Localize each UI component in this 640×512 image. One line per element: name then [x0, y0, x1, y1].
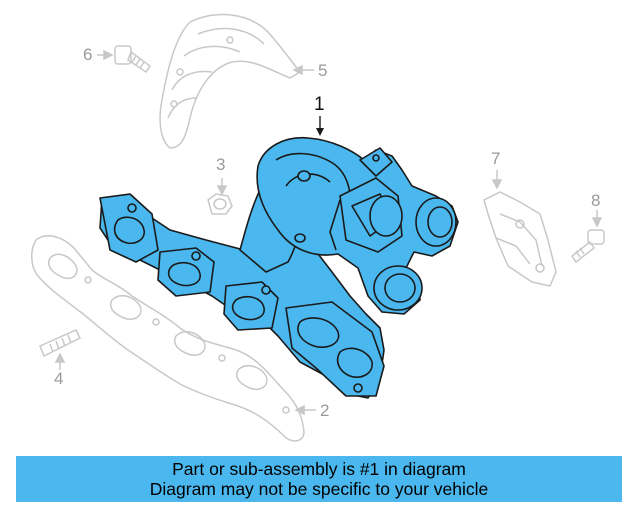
part-2-gasket [31, 235, 316, 442]
banner-line-2: Diagram may not be specific to your vehi… [149, 479, 489, 499]
callout-1: 1 [314, 94, 325, 115]
part-5-heat-shield [159, 13, 314, 149]
part-8-bolt [570, 210, 605, 264]
callout-8: 8 [591, 191, 601, 210]
part-3-nut [207, 178, 233, 215]
callout-3: 3 [216, 155, 226, 174]
callout-6: 6 [83, 45, 93, 64]
part-7-bracket [483, 170, 557, 287]
part-1-turbocharger-manifold[interactable] [99, 116, 459, 399]
callout-2: 2 [320, 401, 330, 420]
parts-diagram [31, 13, 605, 442]
callout-5: 5 [318, 61, 328, 80]
info-banner: Part or sub-assembly is #1 in diagram Di… [16, 456, 622, 502]
banner-line-1: Part or sub-assembly is #1 in diagram [172, 459, 466, 479]
part-4-stud [39, 329, 82, 370]
callout-4: 4 [54, 369, 64, 388]
part-6-bolt [97, 45, 152, 74]
callout-7: 7 [491, 149, 501, 168]
